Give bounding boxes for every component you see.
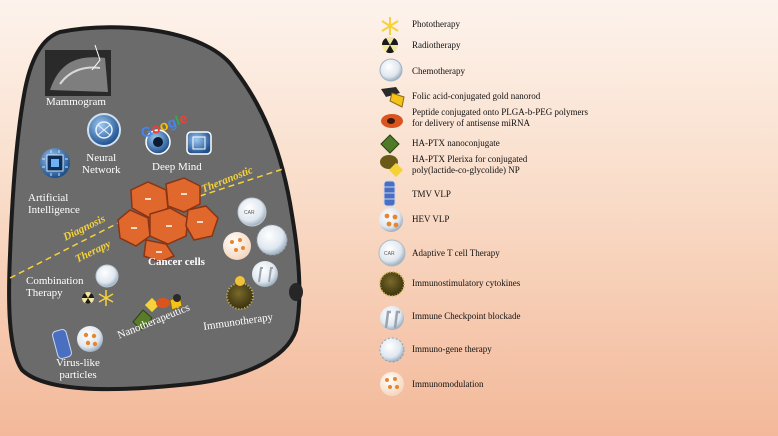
cytokine-icon (379, 271, 405, 297)
legend-label: Immuno-gene therapy (412, 344, 492, 354)
deep-mind-icon: Google (139, 109, 212, 155)
immunomodulation-bubble (223, 232, 251, 260)
mammogram-label: Mammogram (46, 96, 106, 108)
vlp-icons (52, 326, 103, 359)
mammogram-image (45, 44, 111, 96)
plerixa-icon (380, 155, 404, 178)
legend-label: Immunomodulation (412, 379, 484, 389)
legend-item: Peptide conjugated onto PLGA-b-PEG polym… (378, 106, 773, 134)
neural-network-icon (87, 113, 121, 147)
legend-label: Radiotherapy (412, 40, 461, 50)
legend-label: Folic acid-conjugated gold nanorod (412, 91, 541, 101)
cytokine-small-bubble (235, 276, 245, 286)
ha-ptx-icon (380, 134, 400, 154)
deep-mind-label: Deep Mind (152, 161, 202, 173)
svg-text:CAR: CAR (384, 251, 395, 257)
nanotherapeutics-icons (132, 294, 183, 331)
legend-item: Radiotherapy (378, 33, 773, 61)
legend-item: Folic acid-conjugated gold nanorod (378, 83, 773, 111)
legend-label: HA-PTX nanoconjugate (412, 138, 500, 148)
legend-label: Immunostimulatory cytokines (412, 278, 521, 288)
legend-label: Peptide conjugated onto PLGA-b-PEG polym… (412, 107, 588, 128)
immuno-gene-bubble (256, 224, 288, 256)
legend-label: HEV VLP (412, 214, 450, 224)
phototherapy-mini-icon (98, 290, 114, 306)
legend-label: TMV VLP (412, 189, 451, 199)
legend-label: Phototherapy (412, 19, 460, 29)
plga-peg-icon (381, 114, 403, 128)
checkpoint-icon (380, 306, 404, 330)
phototherapy-icon (381, 17, 399, 35)
t-cell-icon: CAR (378, 239, 406, 267)
legend-label: Immune Checkpoint blockade (412, 311, 521, 321)
diagnosis-therapy-divider (9, 217, 129, 279)
legend-item: Chemotherapy (378, 57, 773, 85)
cytokine-bubble (226, 282, 254, 310)
legend-label: Chemotherapy (412, 66, 465, 76)
hev-vlp-icon (379, 208, 403, 232)
immuno-gene-icon (379, 337, 405, 363)
radiotherapy-mini-icon (82, 292, 94, 304)
legend-item: HEV VLP (378, 206, 773, 234)
t-cell-bubble: CAR (237, 197, 267, 227)
legend-item: Immunomodulation (378, 370, 773, 398)
tmv-vlp-icon (383, 180, 396, 207)
legend-item: Immune Checkpoint blockade (378, 304, 773, 332)
legend-item: CAR Adaptive T cell Therapy (378, 239, 773, 267)
chemotherapy-icon (379, 58, 403, 82)
chemotherapy-bubble (95, 264, 119, 288)
legend-item: Phototherapy (378, 14, 773, 42)
legend-item: Immuno-gene therapy (378, 336, 773, 364)
theranostic-divider (199, 167, 287, 197)
immunomodulation-icon (380, 372, 404, 396)
svg-text:Google: Google (139, 109, 190, 141)
svg-text:CAR: CAR (244, 210, 255, 216)
legend-item: HA-PTX nanoconjugate (378, 133, 773, 161)
radiotherapy-icon (381, 37, 399, 54)
ai-chip-icon (40, 148, 70, 178)
cancer-cells-label: Cancer cells (148, 256, 205, 268)
gold-nanorod-icon (381, 87, 405, 108)
blob-edge-bump (289, 283, 303, 301)
cell-nuclei (131, 193, 203, 253)
legend-item: Immunostimulatory cytokines (378, 269, 773, 297)
checkpoint-bubble (252, 261, 278, 287)
legend-item: TMV VLP (378, 180, 773, 208)
legend-label: Adaptive T cell Therapy (412, 248, 500, 258)
